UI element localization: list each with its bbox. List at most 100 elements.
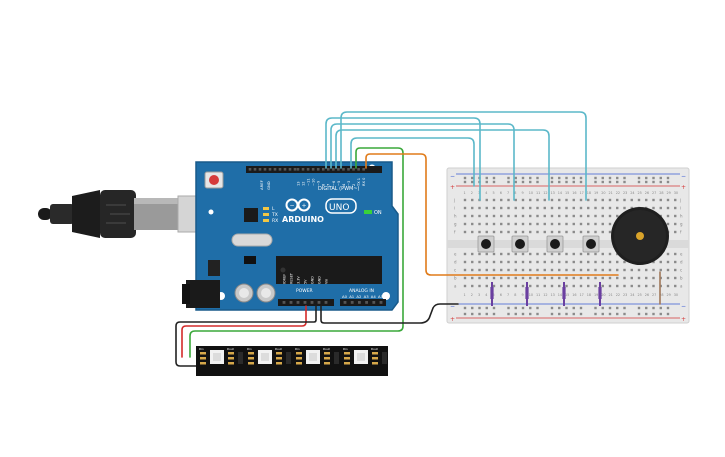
rail-hole[interactable]	[579, 180, 583, 184]
terminal-hole[interactable]	[579, 252, 583, 256]
header-pin[interactable]	[278, 168, 282, 171]
terminal-hole[interactable]	[550, 252, 554, 256]
power-pin[interactable]	[289, 301, 293, 304]
terminal-hole[interactable]	[637, 276, 641, 280]
terminal-hole[interactable]	[514, 230, 517, 234]
terminal-hole[interactable]	[463, 198, 467, 202]
rail-hole[interactable]	[471, 312, 474, 316]
terminal-hole[interactable]	[550, 268, 554, 272]
terminal-hole[interactable]	[572, 260, 575, 264]
terminal-hole[interactable]	[565, 260, 568, 264]
rail-hole[interactable]	[514, 180, 517, 184]
terminal-hole[interactable]	[594, 230, 597, 234]
terminal-hole[interactable]	[529, 260, 532, 264]
terminal-hole[interactable]	[463, 214, 467, 218]
terminal-hole[interactable]	[485, 222, 488, 226]
terminal-hole[interactable]	[514, 222, 517, 226]
header-pin[interactable]	[283, 168, 287, 171]
terminal-hole[interactable]	[608, 214, 612, 218]
push-button[interactable]	[546, 235, 564, 253]
terminal-hole[interactable]	[608, 252, 612, 256]
terminal-hole[interactable]	[579, 214, 583, 218]
terminal-hole[interactable]	[572, 230, 575, 234]
analog-pin[interactable]	[379, 301, 383, 304]
terminal-hole[interactable]	[463, 276, 467, 280]
terminal-hole[interactable]	[579, 260, 583, 264]
resistor[interactable]	[598, 282, 602, 306]
rail-hole[interactable]	[601, 180, 604, 184]
terminal-hole[interactable]	[601, 284, 604, 288]
wire-cyan-button-4[interactable]	[340, 111, 587, 201]
terminal-hole[interactable]	[623, 206, 626, 210]
terminal-hole[interactable]	[529, 222, 532, 226]
terminal-hole[interactable]	[630, 268, 633, 272]
resistor[interactable]	[562, 282, 566, 306]
terminal-hole[interactable]	[514, 206, 517, 210]
terminal-hole[interactable]	[485, 268, 488, 272]
terminal-hole[interactable]	[521, 276, 525, 280]
terminal-hole[interactable]	[492, 222, 496, 226]
rail-hole[interactable]	[608, 306, 612, 310]
terminal-hole[interactable]	[485, 260, 488, 264]
digital-pin[interactable]	[321, 168, 325, 171]
terminal-hole[interactable]	[630, 206, 633, 210]
terminal-hole[interactable]	[608, 284, 612, 288]
terminal-hole[interactable]	[572, 198, 575, 202]
terminal-hole[interactable]	[616, 260, 619, 264]
terminal-hole[interactable]	[478, 276, 481, 280]
terminal-hole[interactable]	[630, 198, 633, 202]
terminal-hole[interactable]	[478, 268, 481, 272]
terminal-hole[interactable]	[587, 222, 590, 226]
rail-hole[interactable]	[637, 180, 641, 184]
power-jack[interactable]	[182, 280, 220, 308]
terminal-hole[interactable]	[616, 268, 619, 272]
terminal-hole[interactable]	[500, 260, 503, 264]
rail-hole[interactable]	[550, 180, 554, 184]
terminal-hole[interactable]	[514, 252, 517, 256]
terminal-hole[interactable]	[536, 268, 539, 272]
rail-hole[interactable]	[529, 312, 532, 316]
rail-hole[interactable]	[666, 180, 670, 184]
rail-hole[interactable]	[652, 312, 655, 316]
rail-hole[interactable]	[507, 176, 510, 180]
terminal-hole[interactable]	[587, 252, 590, 256]
rail-hole[interactable]	[514, 306, 517, 310]
terminal-hole[interactable]	[572, 206, 575, 210]
rail-hole[interactable]	[478, 306, 481, 310]
rail-hole[interactable]	[666, 306, 670, 310]
terminal-hole[interactable]	[543, 268, 546, 272]
terminal-hole[interactable]	[616, 276, 619, 280]
terminal-hole[interactable]	[471, 206, 474, 210]
rail-hole[interactable]	[608, 312, 612, 316]
terminal-hole[interactable]	[543, 214, 546, 218]
rail-hole[interactable]	[594, 306, 597, 310]
rail-hole[interactable]	[659, 312, 662, 316]
terminal-hole[interactable]	[500, 230, 503, 234]
terminal-hole[interactable]	[565, 198, 568, 202]
rail-hole[interactable]	[659, 180, 662, 184]
terminal-hole[interactable]	[478, 206, 481, 210]
rail-hole[interactable]	[536, 306, 539, 310]
terminal-hole[interactable]	[507, 214, 510, 218]
rail-hole[interactable]	[572, 312, 575, 316]
terminal-hole[interactable]	[601, 230, 604, 234]
terminal-hole[interactable]	[637, 198, 641, 202]
terminal-hole[interactable]	[623, 268, 626, 272]
terminal-hole[interactable]	[558, 284, 561, 288]
terminal-hole[interactable]	[471, 222, 474, 226]
terminal-hole[interactable]	[587, 268, 590, 272]
terminal-hole[interactable]	[492, 276, 496, 280]
terminal-hole[interactable]	[471, 214, 474, 218]
terminal-hole[interactable]	[674, 260, 677, 264]
piezo-buzzer[interactable]	[611, 207, 669, 265]
terminal-hole[interactable]	[565, 284, 568, 288]
rail-hole[interactable]	[594, 312, 597, 316]
terminal-hole[interactable]	[594, 214, 597, 218]
terminal-hole[interactable]	[572, 214, 575, 218]
terminal-hole[interactable]	[601, 260, 604, 264]
rail-hole[interactable]	[572, 306, 575, 310]
rail-hole[interactable]	[652, 176, 655, 180]
terminal-hole[interactable]	[521, 222, 525, 226]
terminal-hole[interactable]	[543, 284, 546, 288]
terminal-hole[interactable]	[652, 284, 655, 288]
